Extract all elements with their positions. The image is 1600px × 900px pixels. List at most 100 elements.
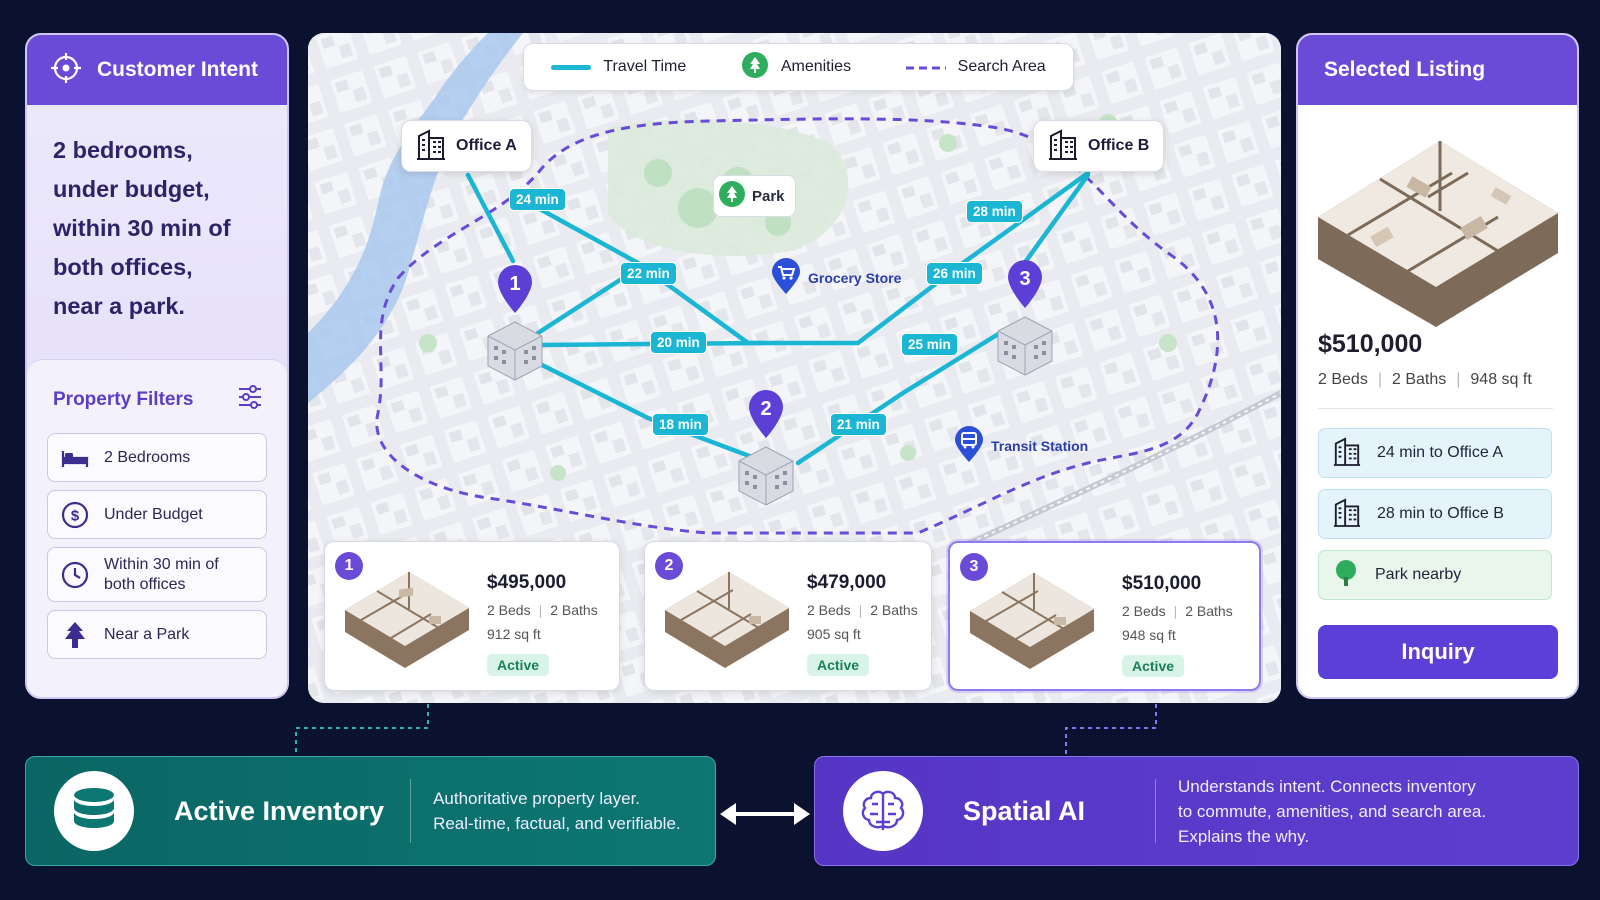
- listing-price: $479,000: [807, 572, 887, 593]
- database-icon: [54, 771, 134, 851]
- intent-line: near a park.: [53, 293, 185, 319]
- floor-plan-icon: [659, 558, 793, 687]
- filter-budget[interactable]: $ Under Budget: [47, 490, 267, 539]
- listing-beds: 2 Beds: [1122, 603, 1166, 619]
- listing-meta: 2 Beds|2 Baths: [807, 602, 918, 618]
- bed-icon: [60, 447, 90, 469]
- customer-intent-title: Customer Intent: [97, 58, 259, 81]
- filter-label: 2 Bedrooms: [104, 448, 191, 466]
- commute-office-b-chip: 28 min to Office B: [1318, 489, 1552, 539]
- status-badge: Active: [807, 654, 870, 676]
- floor-plan-icon: [339, 558, 473, 687]
- floor-plan-image: [1312, 121, 1564, 336]
- chip-label: 28 min to Office B: [1377, 505, 1504, 522]
- filter-commute[interactable]: Within 30 min of both offices: [47, 547, 267, 602]
- listing-pin-3[interactable]: 3: [990, 253, 1060, 388]
- clock-icon: [60, 561, 90, 589]
- inventory-description: Authoritative property layer. Real-time,…: [433, 786, 681, 836]
- intent-line: 2 bedrooms,: [53, 137, 193, 163]
- intent-line: within 30 min of: [53, 215, 231, 241]
- office-b-callout[interactable]: Office B: [1033, 120, 1165, 172]
- divider: [1318, 408, 1553, 409]
- listing-card-2[interactable]: 2 $479,000 2 Beds|2 Baths 905 sq ft Acti…: [644, 541, 932, 691]
- legend-travel-time: Travel Time: [551, 58, 686, 76]
- intent-text: 2 bedrooms, under budget, within 30 min …: [27, 105, 287, 390]
- selected-baths: 2 Baths: [1391, 371, 1447, 388]
- status-badge: Active: [1122, 655, 1185, 677]
- listing-baths: 2 Baths: [1185, 603, 1233, 619]
- target-icon: [49, 51, 83, 90]
- svg-text:$: $: [71, 507, 80, 524]
- filter-label: Near a Park: [104, 625, 190, 643]
- office-label: Office B: [1088, 137, 1150, 154]
- description-line: to commute, amenities, and search area.: [1178, 801, 1487, 821]
- listing-baths: 2 Baths: [550, 602, 598, 618]
- active-inventory-bar: Active Inventory Authoritative property …: [25, 756, 716, 866]
- dollar-icon: $: [60, 501, 90, 529]
- commute-office-a-chip: 24 min to Office A: [1318, 428, 1552, 478]
- map-view[interactable]: Travel Time Amenities Search Area Office…: [308, 33, 1281, 703]
- description-line: Understands intent. Connects inventory: [1178, 776, 1476, 796]
- office-a-callout[interactable]: Office A: [401, 120, 532, 172]
- filter-park[interactable]: Near a Park: [47, 610, 267, 659]
- description-line: Real-time, factual, and verifiable.: [433, 814, 681, 833]
- filters-title: Property Filters: [53, 388, 194, 410]
- ai-connector: [1065, 704, 1157, 756]
- building-icon: [1048, 128, 1078, 165]
- listing-beds: 2 Beds: [487, 602, 531, 618]
- divider: [1155, 779, 1157, 843]
- office-label: Office A: [456, 137, 517, 154]
- pin-number: 3: [1019, 268, 1030, 290]
- selected-sqft: 948 sq ft: [1470, 371, 1532, 388]
- status-badge: Active: [487, 654, 550, 676]
- park-nearby-chip: Park nearby: [1318, 550, 1552, 600]
- bidirectional-arrow-icon: [720, 803, 810, 825]
- pin-number: 2: [760, 398, 771, 420]
- listing-card-1[interactable]: 1 $495,000 2 Beds|2 Baths 912 sq ft Acti…: [324, 541, 620, 691]
- filter-bedrooms[interactable]: 2 Bedrooms: [47, 433, 267, 482]
- inventory-title: Active Inventory: [174, 795, 385, 826]
- building-icon: [1333, 436, 1361, 471]
- listing-sqft: 905 sq ft: [807, 626, 861, 642]
- brain-icon: [843, 771, 923, 851]
- listing-meta: 2 Beds|2 Baths: [487, 602, 598, 618]
- spatial-ai-title: Spatial AI: [963, 795, 1086, 826]
- listing-pin-2[interactable]: 2: [731, 383, 801, 518]
- listing-number: 3: [960, 553, 988, 581]
- legend-label: Search Area: [957, 58, 1046, 75]
- listing-price: $495,000: [487, 572, 567, 593]
- listing-baths: 2 Baths: [870, 602, 918, 618]
- bus-icon: [953, 425, 985, 466]
- selected-listing-panel: Selected Listing $510,000 2 Beds| 2 Bath…: [1296, 33, 1579, 699]
- listing-pin-1[interactable]: 1: [480, 258, 550, 393]
- legend-amenities: Amenities: [741, 51, 851, 84]
- selected-meta: 2 Beds| 2 Baths| 948 sq ft: [1318, 371, 1532, 388]
- property-filters: Property Filters 2 Bedrooms $ Under Budg…: [27, 359, 287, 697]
- travel-time-badge: 21 min: [830, 413, 887, 436]
- building-icon: [416, 128, 446, 165]
- filter-label-line: Within 30 min of: [104, 555, 219, 573]
- tree-marker-icon: [718, 180, 746, 212]
- grocery-store-poi[interactable]: Grocery Store: [770, 257, 901, 298]
- transit-station-poi[interactable]: Transit Station: [953, 425, 1088, 466]
- tree-icon: [1333, 559, 1359, 592]
- inquiry-button[interactable]: Inquiry: [1318, 625, 1558, 679]
- travel-time-badge: 20 min: [650, 331, 707, 354]
- legend-label: Amenities: [780, 58, 852, 75]
- travel-time-badge: 22 min: [620, 262, 677, 285]
- listing-sqft: 948 sq ft: [1122, 627, 1176, 643]
- tree-icon: [60, 621, 90, 649]
- sliders-icon[interactable]: [237, 384, 263, 415]
- travel-time-badge: 18 min: [652, 413, 709, 436]
- listing-number: 1: [335, 552, 363, 580]
- listing-beds: 2 Beds: [807, 602, 851, 618]
- filter-label: Within 30 min of both offices: [104, 555, 219, 595]
- tree-marker-icon: [741, 51, 769, 84]
- filter-label-line: both offices: [104, 575, 186, 593]
- selected-beds: 2 Beds: [1318, 371, 1368, 388]
- park-poi[interactable]: Park: [713, 175, 796, 217]
- poi-label: Grocery Store: [808, 269, 902, 286]
- listing-card-3[interactable]: 3 $510,000 2 Beds|2 Baths 948 sq ft Acti…: [948, 541, 1261, 691]
- route-line-icon: [551, 58, 592, 76]
- spatial-ai-bar: Spatial AI Understands intent. Connects …: [814, 756, 1579, 866]
